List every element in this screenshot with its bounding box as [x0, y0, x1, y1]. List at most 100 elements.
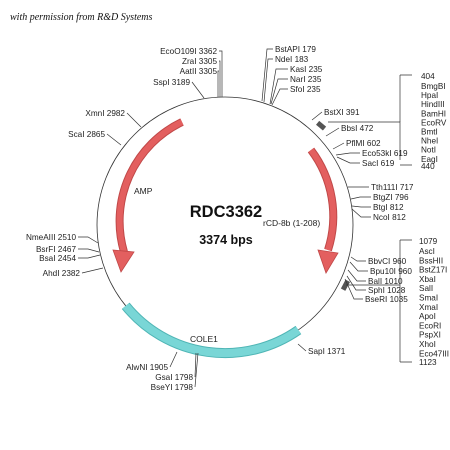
mcs2-enzyme: BssHII	[419, 256, 443, 265]
site-btgi: BtgI 812	[373, 203, 404, 212]
tick-gsai	[194, 352, 197, 378]
tick-saci	[336, 156, 360, 164]
site-bbsi: BbsI 472	[341, 124, 374, 133]
site-alwni: AlwNI 1905	[126, 363, 168, 372]
mcs2-marker	[340, 279, 350, 291]
tick-nmeaiii	[78, 236, 99, 244]
site-xmni: XmnI 2982	[85, 109, 125, 118]
mcs1-marker	[316, 120, 327, 131]
mcs1-enzyme: NheI	[421, 137, 438, 146]
mcs2-enzyme: Eco47III	[419, 349, 449, 358]
tick-btgi	[351, 205, 371, 208]
mcs1-start: 404	[421, 72, 435, 81]
amp-arrow-head	[112, 249, 135, 273]
tick-xmni	[126, 112, 142, 128]
amp-arrow-body	[116, 119, 184, 253]
tick-sspi	[191, 81, 205, 99]
mcs1-enzyme: BmtI	[421, 128, 438, 137]
insert-arrow-body	[308, 148, 337, 251]
site-bstxi: BstXI 391	[324, 108, 360, 117]
tick-kasi	[269, 68, 288, 105]
site-bali: BalI 1010	[368, 277, 403, 286]
tick-bseyi	[194, 352, 199, 388]
tick-sphi	[346, 275, 366, 291]
site-nmeaiii: NmeAIII 2510	[26, 233, 77, 242]
site-nari: NarI 235	[290, 75, 322, 84]
site-bsai: BsaI 2454	[39, 254, 76, 263]
permission-note: with permission from R&D Systems	[10, 12, 153, 23]
site-btgzi: BtgZI 796	[373, 193, 409, 202]
site-tth111i: Tth111I 717	[371, 183, 414, 192]
site-bbvci: BbvCI 960	[368, 257, 407, 266]
tick-sapi	[297, 343, 307, 352]
tick-btgzi	[350, 196, 371, 200]
plasmid-size: 3374 bps	[199, 233, 253, 247]
tick-pflmi	[332, 142, 345, 150]
mcs1-enzyme: EagI	[421, 155, 438, 164]
mcs2-enzyme: SmaI	[419, 294, 438, 303]
mcs1-enzyme: BmgBI	[421, 82, 446, 91]
mcs1-enzyme: NotI	[421, 146, 436, 155]
cole1-feature-fill	[122, 303, 301, 358]
amp-label: AMP	[134, 186, 153, 196]
site-ahdi: AhdI 2382	[43, 269, 81, 278]
tick-nari	[270, 78, 288, 105]
mcs2-enzyme: BstZ17I	[419, 266, 447, 275]
tick-bsrfi	[78, 248, 100, 253]
site-sphi: SphI 1028	[368, 286, 406, 295]
mcs2-enzyme: EcoRI	[419, 321, 441, 330]
mcs2-end: 1123	[419, 358, 437, 367]
site-scai: ScaI 2865	[68, 130, 105, 139]
site-bseyi: BseYI 1798	[151, 383, 194, 392]
site-gsai: GsaI 1798	[155, 373, 193, 382]
site-saci: SacI 619	[362, 159, 395, 168]
tick-ncoi	[351, 208, 371, 218]
mcs1-bracket-ends	[399, 74, 412, 166]
mcs2-enzyme-list: AscIBssHIIBstZ17IXbaISalISmaIXmaIApoIEco…	[419, 247, 449, 358]
tick-eco53ki	[335, 152, 360, 156]
site-kasi: KasI 235	[290, 65, 323, 74]
tick-bstxi	[311, 111, 323, 121]
site-sspi: SspI 3189	[153, 78, 190, 87]
tick-alwni	[169, 351, 178, 368]
mcs2-enzyme: AscI	[419, 247, 435, 256]
mcs1-enzyme-list: BmgBIHpaIHindIIIBamHIEcoRVBmtINheINotIEa…	[421, 82, 447, 164]
mcs1-enzyme: HpaI	[421, 91, 438, 100]
plasmid-name: RDC3362	[190, 203, 262, 221]
site-zrai: ZraI 3305	[182, 57, 217, 66]
tick-bstapi	[261, 48, 273, 102]
tick-bpu10i	[349, 261, 368, 272]
mcs2-enzyme: SalI	[419, 284, 433, 293]
tick-aatii	[217, 70, 219, 97]
site-ecoo109i: EcoO109I 3362	[160, 47, 217, 56]
insert-label: rCD-8b (1-208)	[263, 218, 320, 228]
site-bpu10i: Bpu10I 960	[370, 267, 412, 276]
cole1-label: COLE1	[190, 334, 218, 344]
tick-ahdi	[81, 267, 104, 274]
mcs2-enzyme: PspXI	[419, 331, 441, 340]
site-ncoi: NcoI 812	[373, 213, 406, 222]
insert-arrow-head	[317, 249, 339, 274]
tick-ecoo109i	[219, 50, 223, 97]
tick-bbsi	[325, 127, 340, 137]
site-ndei: NdeI 183	[275, 55, 309, 64]
mcs1-enzyme: EcoRV	[421, 118, 447, 127]
mcs2-enzyme: XmaI	[419, 303, 438, 312]
site-pflmi: PflMI 602	[346, 139, 381, 148]
tick-scai	[106, 133, 122, 146]
site-aatii: AatII 3305	[180, 67, 218, 76]
tick-bali	[347, 269, 366, 282]
site-eco53ki: Eco53kI 619	[362, 149, 408, 158]
site-bsrfi: BsrFI 2467	[36, 245, 76, 254]
tick-zrai	[219, 60, 221, 97]
tick-bbvci	[350, 256, 366, 262]
mcs2-enzyme: XbaI	[419, 275, 436, 284]
tick-bseri	[344, 278, 363, 300]
mcs1-enzyme: BamHI	[421, 109, 446, 118]
mcs2-start: 1079	[419, 237, 438, 246]
site-bstapi: BstAPI 179	[275, 45, 316, 54]
tick-ndei	[263, 58, 273, 103]
site-bseri: BseRI 1035	[365, 295, 408, 304]
mcs2-enzyme: ApoI	[419, 312, 436, 321]
